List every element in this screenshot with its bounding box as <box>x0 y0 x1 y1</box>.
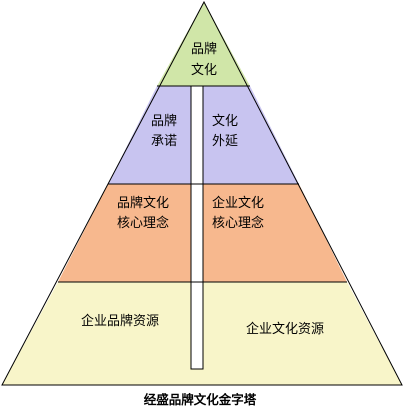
middle-left-line-2: 核心理念 <box>117 215 169 231</box>
base-right-label: 企业文化资源 <box>246 321 324 337</box>
middle-right-line-1: 企业文化 <box>212 195 264 211</box>
upper-right-line-2: 外延 <box>212 134 238 149</box>
top-label-line-2: 文化 <box>191 63 217 78</box>
pyramid-outline <box>1 0 403 386</box>
top-label-line-1: 品牌 <box>191 41 217 57</box>
upper-left-line-1: 品牌 <box>151 113 177 129</box>
middle-right-line-2: 核心理念 <box>212 215 264 231</box>
upper-right-line-1: 文化 <box>212 114 238 129</box>
tier-top <box>157 2 250 86</box>
upper-left-line-2: 承诺 <box>151 134 177 149</box>
central-pillar <box>190 85 204 370</box>
diagram-title: 经盛品牌文化金字塔 <box>144 392 257 407</box>
base-left-label: 企业品牌资源 <box>81 313 159 329</box>
middle-left-line-1: 品牌文化 <box>117 195 169 211</box>
